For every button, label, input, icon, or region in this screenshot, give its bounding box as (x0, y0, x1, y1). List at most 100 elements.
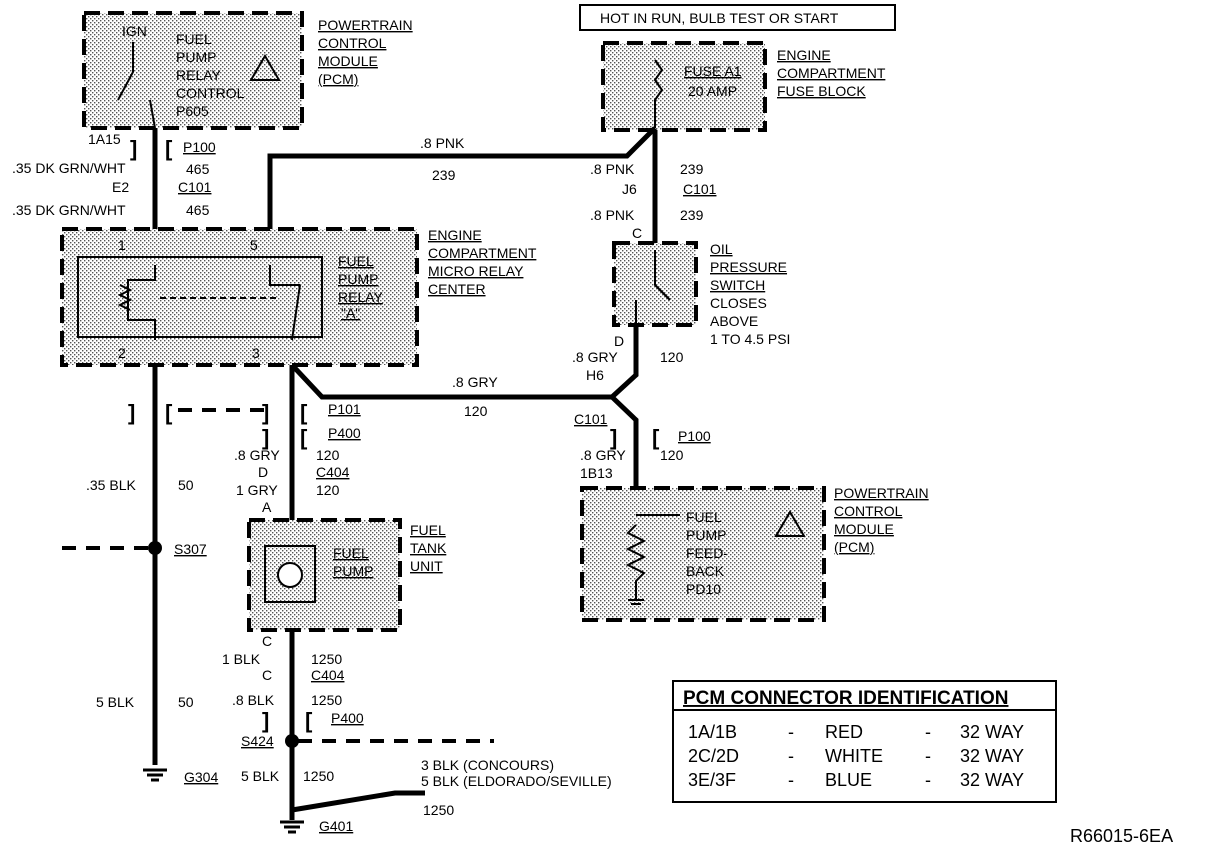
fuel-tank-title-3: UNIT (410, 558, 443, 574)
fuse-block-title-1: ENGINE (777, 47, 831, 63)
relay-center-title-4: CENTER (428, 281, 486, 297)
blk8-circuit: 1250 (311, 692, 342, 708)
pcm-bottom-inner-1: FUEL (686, 509, 722, 525)
svg-text:[: [ (305, 708, 313, 733)
oil-switch-desc-2: ABOVE (710, 313, 758, 329)
svg-text:RED: RED (825, 722, 863, 742)
svg-text:32 WAY: 32 WAY (960, 722, 1024, 742)
c101-e2-circuit: 465 (186, 202, 210, 218)
svg-text:[: [ (165, 136, 173, 161)
c101-e2-pin: E2 (112, 179, 129, 195)
svg-text:-: - (925, 770, 931, 790)
pcm-bottom-inner-3: FEED- (686, 545, 728, 561)
relay-center-title-3: MICRO RELAY (428, 263, 524, 279)
hot-label: HOT IN RUN, BULB TEST OR START (600, 10, 839, 26)
c404a-conn: C404 (316, 464, 350, 480)
relay-center-box (60, 227, 419, 367)
svg-text:[: [ (165, 400, 173, 425)
pcm-top-ign: IGN (122, 23, 147, 39)
pnk-v1-pin: J6 (622, 181, 637, 197)
pnk-v1-conn: C101 (683, 181, 717, 197)
pcm-bottom-title-2: CONTROL (834, 503, 903, 519)
pcm-table-box (672, 680, 1057, 803)
fuel-tank-pin-a: A (262, 499, 272, 515)
fuel-pump-inner-box (264, 545, 316, 603)
wiring: ] [ ] [ ] [ ] [ ] [ ] [ (62, 42, 680, 834)
pcm-bottom-inner-5: PD10 (686, 581, 721, 597)
pcm-bottom-box (580, 486, 826, 622)
svg-text:BLUE: BLUE (825, 770, 872, 790)
gry-oil-circuit: 120 (660, 349, 684, 365)
c404a-pin: D (258, 464, 268, 480)
gry-h-circuit: 120 (464, 403, 488, 419)
oil-switch-desc-3: 1 TO 4.5 PSI (710, 331, 790, 347)
pcm-top-inner-2: PUMP (176, 49, 216, 65)
pcm-top-title-2: CONTROL (318, 35, 387, 51)
svg-text:]: ] (610, 425, 617, 450)
pnk-h-circuit: 239 (432, 167, 456, 183)
fuse-block-box (601, 41, 767, 132)
fuse-amp: 20 AMP (688, 83, 737, 99)
blk-alt-2: 5 BLK (ELDORADO/SEVILLE) (421, 773, 612, 789)
pcm-top-title-4: (PCM) (318, 71, 358, 87)
gry-oil-color: .8 GRY (572, 349, 618, 365)
svg-text:[: [ (652, 425, 660, 450)
svg-text:]: ] (262, 708, 269, 733)
relay-label-3: RELAY (338, 289, 384, 305)
svg-text:32 WAY: 32 WAY (960, 770, 1024, 790)
fuel-tank-pin-c: C (262, 633, 272, 649)
w465-pin: 1A15 (88, 131, 121, 147)
fuel-tank-title-2: TANK (410, 540, 447, 556)
p400b-label: P400 (331, 710, 364, 726)
relay-label-4: "A" (341, 305, 360, 321)
pcm-top-inner-1: FUEL (176, 31, 212, 47)
c404b-conn: C404 (311, 667, 345, 683)
p101-label: P101 (328, 401, 361, 417)
svg-text:-: - (788, 722, 794, 742)
p400a-label: P400 (328, 425, 361, 441)
s424-label: S424 (241, 733, 274, 749)
pnk-v2-color: .8 PNK (590, 207, 635, 223)
svg-text:]: ] (262, 400, 269, 425)
blk-alt-circuit: 1250 (423, 802, 454, 818)
relay-pin-1: 1 (118, 237, 126, 253)
pcm-table-row: 3E/3F - BLUE - 32 WAY (688, 770, 1024, 790)
svg-text:]: ] (128, 400, 135, 425)
gry-pcm-pin: 1B13 (580, 465, 613, 481)
blk5b-color: 5 BLK (241, 768, 280, 784)
pcm-table-title: PCM CONNECTOR IDENTIFICATION (683, 688, 1008, 709)
w465-color: .35 DK GRN/WHT (12, 160, 126, 176)
c101-e2-color: .35 DK GRN/WHT (12, 202, 126, 218)
oil-switch-title-2: PRESSURE (710, 259, 787, 275)
oil-switch-pin-c: C (632, 225, 642, 241)
svg-text:]: ] (262, 425, 269, 450)
blk5-circuit: 50 (178, 694, 194, 710)
figure-id: R66015-6EA (1070, 826, 1173, 846)
svg-text:WHITE: WHITE (825, 746, 883, 766)
relay-pin-5: 5 (250, 237, 258, 253)
svg-text:]: ] (130, 136, 137, 161)
g401-ground-icon (280, 820, 304, 834)
pcm-bottom-title-1: POWERTRAIN (834, 485, 929, 501)
s307-label: S307 (174, 541, 207, 557)
g304-ground-icon (143, 768, 167, 782)
relay-center-title-1: ENGINE (428, 227, 482, 243)
svg-text:-: - (925, 722, 931, 742)
fuel-tank-title-1: FUEL (410, 522, 446, 538)
relay-label-1: FUEL (338, 253, 374, 269)
relay-pin-2: 2 (118, 345, 126, 361)
pcm-top-inner-5: P605 (176, 103, 209, 119)
pnk-h-color: .8 PNK (420, 135, 465, 151)
blk35-circuit: 50 (178, 477, 194, 493)
relay-pin-3: 3 (252, 345, 260, 361)
gry1-circuit: 120 (316, 482, 340, 498)
blk5b-circuit: 1250 (303, 768, 334, 784)
blk8-color: .8 BLK (232, 692, 275, 708)
c101-e2-conn: C101 (178, 179, 212, 195)
pcm-bottom-title-4: (PCM) (834, 539, 874, 555)
pcm-top-title-3: MODULE (318, 53, 378, 69)
oil-switch-title-1: OIL (710, 241, 733, 257)
pcm-bottom-inner-2: PUMP (686, 527, 726, 543)
svg-text:-: - (788, 770, 794, 790)
